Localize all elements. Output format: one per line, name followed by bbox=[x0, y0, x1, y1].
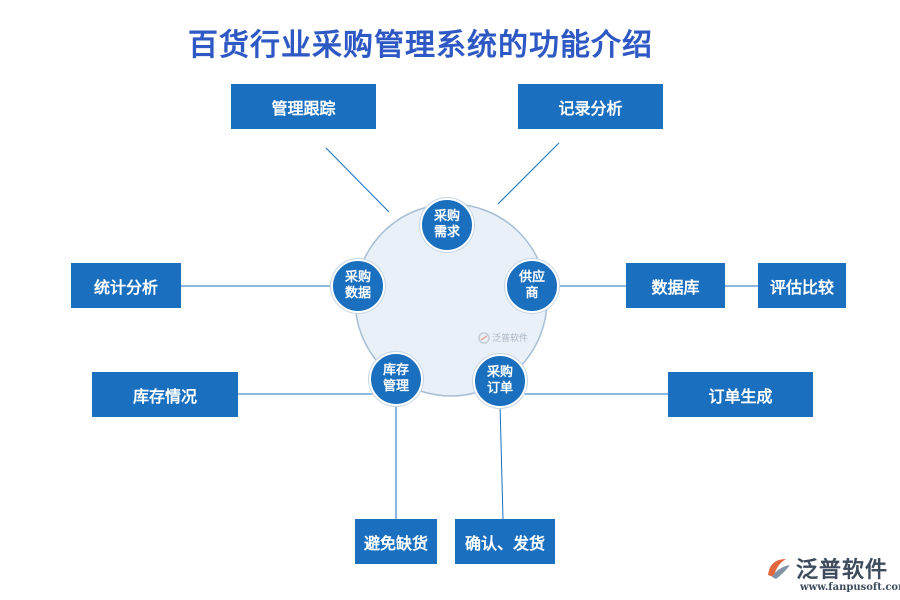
box-inventory-status: 库存情况 bbox=[92, 372, 238, 417]
node-label-line: 商 bbox=[525, 286, 539, 301]
node-label-line: 数据 bbox=[344, 286, 371, 301]
node-label-line: 供应 bbox=[518, 270, 545, 285]
node-label-line: 需求 bbox=[433, 225, 460, 240]
brand-name: 泛普软件 bbox=[796, 558, 889, 583]
node-label-line: 采购 bbox=[486, 365, 513, 380]
node-purchase-demand: 采购 需求 bbox=[420, 198, 474, 252]
watermark: 泛普软件 bbox=[478, 331, 528, 344]
brand-url: www.fanpusoft.com bbox=[800, 582, 900, 593]
node-label-line: 采购 bbox=[433, 209, 460, 224]
node-inventory-management: 库存 管理 bbox=[369, 352, 423, 406]
node-label-line: 采购 bbox=[344, 270, 371, 285]
box-order-generation: 订单生成 bbox=[668, 372, 813, 417]
node-purchase-order: 采购 订单 bbox=[473, 354, 527, 408]
node-label-line: 库存 bbox=[382, 363, 409, 378]
brand-logo: 泛普软件 bbox=[764, 552, 888, 584]
line-confirm-ship bbox=[499, 403, 504, 520]
box-statistics: 统计分析 bbox=[71, 263, 181, 308]
node-purchase-data: 采购 数据 bbox=[331, 259, 385, 313]
watermark-logo-icon bbox=[478, 331, 490, 344]
node-label-line: 管理 bbox=[382, 379, 409, 394]
box-avoid-stockout: 避免缺货 bbox=[355, 519, 437, 564]
box-evaluation: 评估比较 bbox=[758, 263, 846, 308]
fanpu-logo-icon bbox=[768, 559, 790, 579]
box-database: 数据库 bbox=[626, 263, 725, 308]
watermark-text: 泛普软件 bbox=[492, 334, 529, 344]
line-tracking bbox=[325, 147, 390, 213]
node-supplier: 供应 商 bbox=[505, 259, 559, 313]
diagram-title: 百货行业采购管理系统的功能介绍 bbox=[188, 28, 653, 63]
node-label-line: 订单 bbox=[486, 381, 513, 396]
box-tracking: 管理跟踪 bbox=[231, 84, 376, 129]
box-record-analysis: 记录分析 bbox=[518, 84, 663, 129]
box-confirm-ship: 确认、发货 bbox=[455, 519, 555, 564]
line-record bbox=[497, 142, 560, 205]
